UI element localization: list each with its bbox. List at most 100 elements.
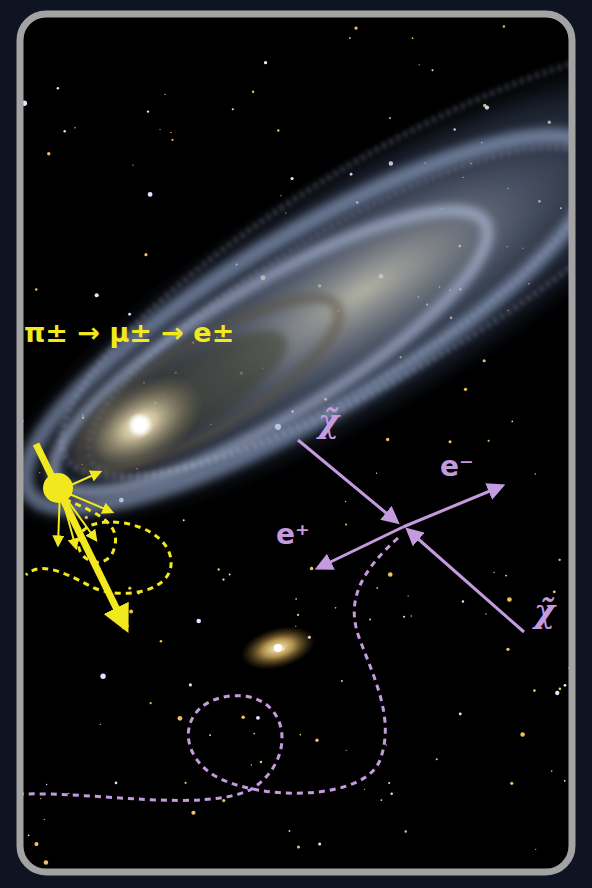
star (507, 597, 512, 602)
star (177, 716, 182, 721)
star (147, 110, 149, 112)
star (558, 559, 560, 561)
star (164, 94, 165, 95)
star (217, 568, 219, 570)
satellite-core (274, 644, 282, 652)
incoming-arrow (408, 530, 524, 632)
star (464, 388, 467, 391)
particle-label: χ̃ (318, 404, 339, 439)
star (520, 732, 525, 737)
star (222, 799, 225, 802)
star (256, 716, 260, 720)
star (232, 108, 234, 110)
star (115, 782, 118, 785)
dashed-track (22, 538, 398, 800)
star (100, 673, 105, 678)
star (511, 421, 513, 423)
star (68, 793, 69, 794)
star (436, 758, 438, 760)
star (412, 37, 414, 39)
star (57, 87, 59, 89)
galaxy (20, 14, 572, 620)
primary-arrow (36, 444, 126, 628)
star (251, 764, 252, 765)
star (488, 440, 490, 442)
decay-chain-label: π± → μ± → e± (24, 318, 234, 348)
star (132, 164, 133, 165)
star (318, 842, 321, 845)
star (389, 117, 391, 119)
star (559, 687, 562, 690)
star (341, 680, 343, 682)
star (95, 293, 99, 297)
star (315, 739, 318, 742)
star (35, 288, 38, 291)
star (449, 440, 452, 443)
star (403, 616, 405, 618)
star (553, 590, 556, 593)
star (555, 691, 559, 695)
star (354, 26, 357, 29)
star (252, 91, 254, 93)
star (159, 129, 160, 130)
star (432, 69, 434, 71)
star (346, 750, 347, 751)
star (493, 572, 494, 573)
star (386, 744, 387, 745)
star (44, 819, 45, 820)
star (376, 473, 377, 474)
star (183, 519, 185, 521)
star (503, 25, 505, 27)
star (419, 64, 420, 65)
particle-label: χ̃ (534, 594, 555, 629)
star (253, 733, 255, 735)
annihilation-illustration (22, 440, 524, 800)
star (170, 132, 171, 133)
star (171, 139, 173, 141)
star (390, 793, 392, 795)
star (386, 438, 389, 441)
star (349, 37, 351, 39)
interaction-dot (43, 473, 73, 503)
star (506, 648, 509, 651)
star (297, 614, 299, 616)
star (376, 587, 378, 589)
star (295, 598, 297, 600)
star (369, 619, 371, 621)
star (535, 473, 537, 475)
cascade-illustration (26, 444, 171, 628)
star (160, 640, 162, 642)
star (290, 177, 293, 180)
star (345, 523, 347, 525)
star (196, 619, 201, 624)
star (129, 609, 133, 613)
star (564, 780, 566, 782)
star (46, 784, 47, 785)
star (299, 734, 301, 736)
particle-label: e⁺ (276, 520, 310, 551)
star (148, 192, 153, 197)
star (241, 715, 245, 719)
outgoing-arrow (403, 486, 502, 527)
star (510, 782, 513, 785)
satellite-galaxy (236, 619, 320, 677)
star (150, 702, 152, 704)
outgoing-arrow (318, 527, 403, 568)
star (388, 572, 393, 577)
star (144, 253, 147, 256)
star (264, 61, 267, 64)
star (47, 152, 50, 155)
star (405, 830, 407, 832)
star (74, 127, 75, 128)
star (34, 842, 38, 846)
star (381, 799, 383, 801)
star (551, 770, 553, 772)
star (459, 712, 462, 715)
star (388, 782, 390, 784)
star (229, 574, 231, 576)
star (335, 607, 337, 609)
star (485, 613, 487, 615)
star (289, 830, 291, 832)
